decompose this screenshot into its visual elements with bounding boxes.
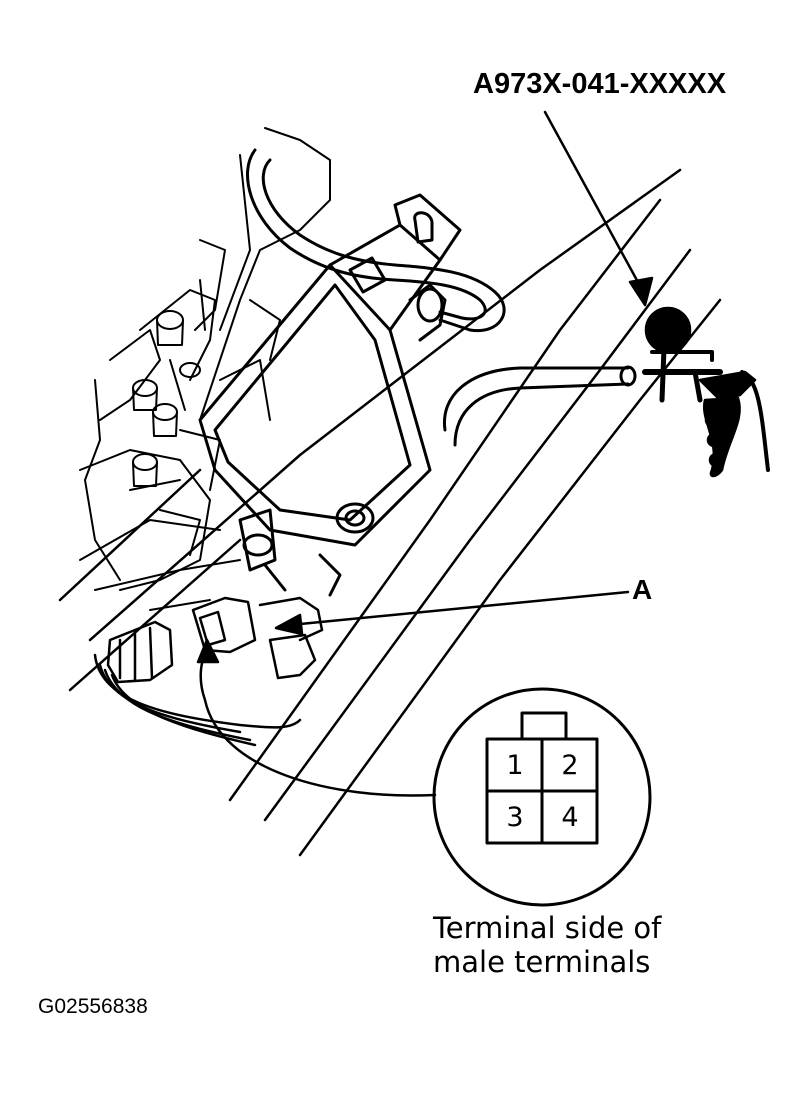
canister-bracket [200, 195, 460, 595]
pin-3: 3 [506, 802, 524, 833]
pin-2: 2 [561, 750, 579, 781]
hoses [248, 150, 635, 445]
part-number-arrowhead [630, 278, 652, 305]
pin-1: 1 [506, 750, 524, 781]
figure-id: G02556838 [38, 995, 148, 1018]
engine-block-outline [80, 128, 330, 610]
detail-arrowhead [198, 640, 218, 662]
frame-rails [60, 170, 720, 855]
connector-icon [487, 713, 597, 843]
part-number-leader [545, 112, 645, 295]
pin-4: 4 [561, 802, 579, 833]
callout-a-arrowhead [276, 615, 302, 634]
terminal-caption-line1: Terminal side of [433, 911, 662, 945]
connector-detail-circle [434, 689, 650, 905]
detail-leader [201, 650, 435, 796]
vacuum-pump-icon [645, 308, 768, 476]
terminal-caption: Terminal side of male terminals [433, 911, 661, 979]
part-number-label: A973X-041-XXXXX [473, 68, 727, 100]
terminal-caption-line2: male terminals [433, 945, 651, 979]
callout-a-label: A [632, 574, 653, 605]
callout-a-leader [290, 592, 628, 625]
wiring-harness [95, 598, 322, 745]
